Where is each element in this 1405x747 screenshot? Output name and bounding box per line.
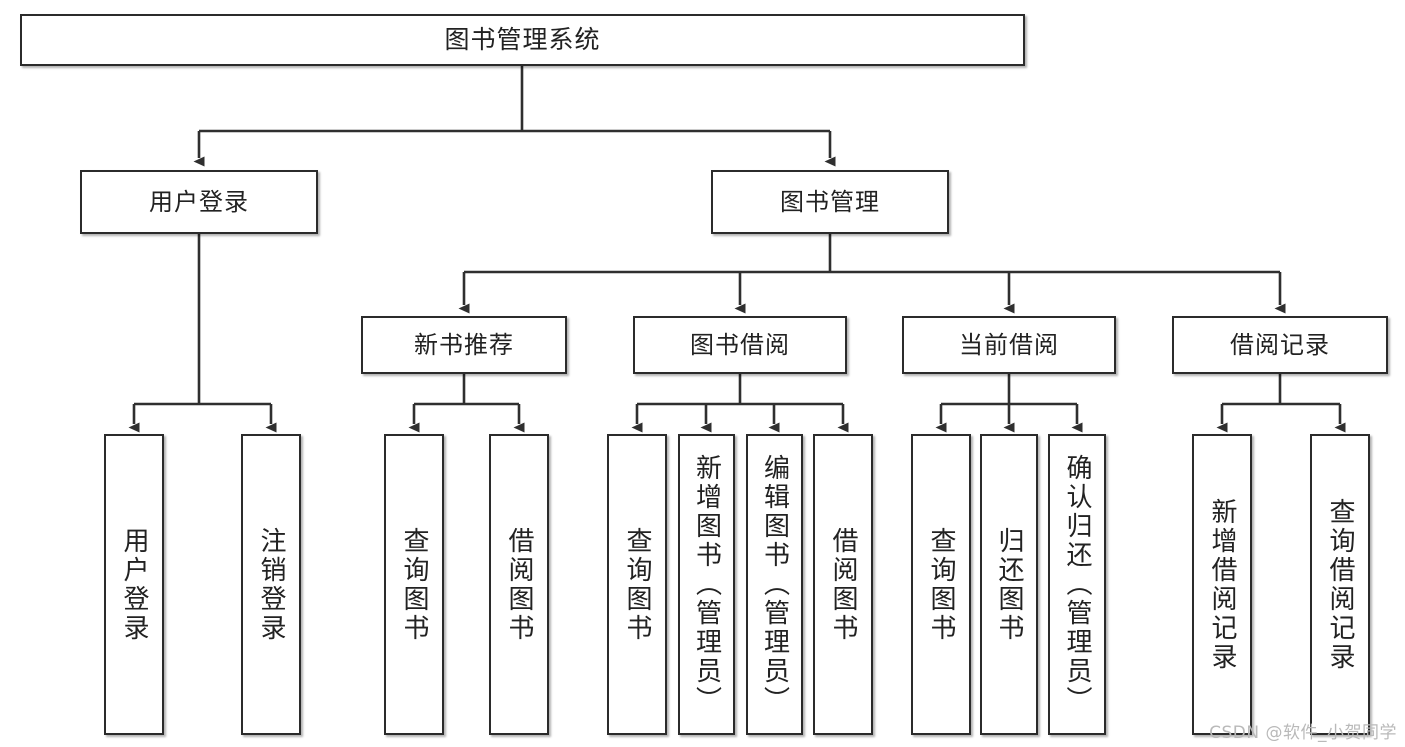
node-current-borrow[interactable]: 当前借阅 [902,316,1116,374]
leaf-query-book-2-label: 查询图书 [622,526,652,643]
leaf-borrow-book-1[interactable]: 借阅图书 [489,434,549,735]
leaf-add-book-label: 新增图书（管理员） [691,454,722,715]
leaf-add-borrow-record-label: 新增借阅记录 [1207,497,1237,672]
leaf-user-login[interactable]: 用户登录 [104,434,164,735]
leaf-borrow-book-1-label: 借阅图书 [504,526,534,643]
leaf-confirm-return-label: 确认归还（管理员） [1062,454,1092,715]
node-new-book-recommend[interactable]: 新书推荐 [361,316,567,374]
leaf-edit-book-label: 编辑图书（管理员） [759,454,790,715]
node-new-book-recommend-label: 新书推荐 [414,330,514,359]
leaf-return-book[interactable]: 归还图书 [980,434,1038,735]
csdn-watermark: CSDN @软件_小贺同学 [1209,723,1397,743]
node-root-label: 图书管理系统 [444,25,601,54]
node-book-borrow[interactable]: 图书借阅 [633,316,847,374]
leaf-confirm-return[interactable]: 确认归还（管理员） [1048,434,1106,735]
leaf-query-borrow-record-label: 查询借阅记录 [1325,497,1355,672]
leaf-query-book-3-label: 查询图书 [926,526,956,643]
leaf-logout-login[interactable]: 注销登录 [241,434,301,735]
node-borrow-record[interactable]: 借阅记录 [1172,316,1388,374]
leaf-return-book-label: 归还图书 [994,526,1024,643]
leaf-query-book-3[interactable]: 查询图书 [911,434,971,735]
node-book-manage-label: 图书管理 [780,187,880,216]
leaf-logout-login-label: 注销登录 [256,526,286,643]
leaf-query-borrow-record[interactable]: 查询借阅记录 [1310,434,1370,735]
leaf-query-book-1[interactable]: 查询图书 [384,434,444,735]
node-book-borrow-label: 图书借阅 [690,330,790,359]
node-user-login-label: 用户登录 [149,187,249,216]
node-book-manage[interactable]: 图书管理 [711,170,949,234]
leaf-add-book[interactable]: 新增图书（管理员） [678,434,735,735]
node-root[interactable]: 图书管理系统 [20,14,1025,66]
leaf-add-borrow-record[interactable]: 新增借阅记录 [1192,434,1252,735]
node-current-borrow-label: 当前借阅 [959,330,1059,359]
leaf-borrow-book-2-label: 借阅图书 [828,526,858,643]
leaf-edit-book[interactable]: 编辑图书（管理员） [746,434,803,735]
leaf-user-login-label: 用户登录 [119,526,149,643]
leaf-query-book-1-label: 查询图书 [399,526,429,643]
leaf-borrow-book-2[interactable]: 借阅图书 [813,434,873,735]
leaf-query-book-2[interactable]: 查询图书 [607,434,667,735]
node-user-login[interactable]: 用户登录 [80,170,318,234]
node-borrow-record-label: 借阅记录 [1230,330,1330,359]
